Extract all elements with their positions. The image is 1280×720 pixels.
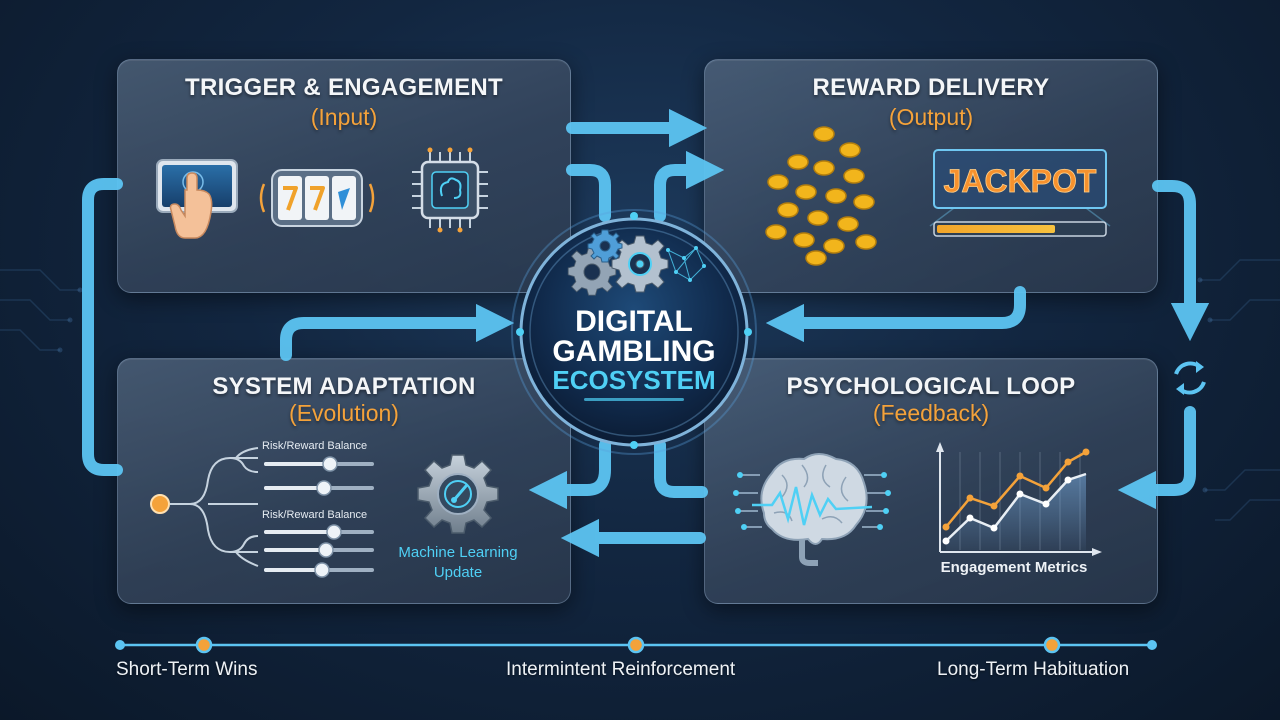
jackpot-progress-bar	[937, 225, 1055, 233]
timeline-marker	[1043, 636, 1061, 654]
timeline-label-intermittent: Intermintent Reinforcement	[506, 659, 736, 680]
ml-label-line1: Machine Learning	[398, 544, 517, 561]
panel-title: PSYCHOLOGICAL LOOP	[786, 373, 1076, 400]
arrow-reward-to-hub	[765, 286, 1026, 343]
arrow-right-loop-top	[1152, 180, 1210, 342]
decision-tree-icon	[170, 447, 259, 567]
timeline-label-short-term: Short-Term Wins	[116, 659, 258, 680]
panel-system-adaptation: SYSTEM ADAPTATION (Evolution)	[117, 358, 571, 604]
microchip-icon	[412, 147, 488, 233]
brain-icon	[733, 453, 891, 566]
slider-knob	[318, 542, 334, 558]
panel-title: TRIGGER & ENGAGEMENT	[184, 74, 503, 101]
timeline-marker	[627, 636, 645, 654]
slider-knob	[326, 524, 342, 540]
hub-gears-icon	[567, 229, 706, 296]
arrow-left-loop	[82, 178, 123, 476]
slider-knob	[314, 562, 330, 578]
arrow-psych-to-hub	[654, 439, 708, 498]
timeline-marker	[195, 636, 213, 654]
slot-machine-icon	[259, 169, 375, 227]
engagement-line-chart	[936, 442, 1102, 556]
arrow-trigger-curve	[566, 164, 611, 222]
timeline-endpoint	[115, 640, 125, 650]
timeline	[115, 636, 1157, 654]
coins-pile-icon	[765, 126, 877, 266]
arrow-adaptation-to-hub	[280, 303, 515, 361]
arrow-right-loop-bottom	[1117, 406, 1196, 510]
slider-knob	[322, 456, 338, 472]
hub-title-line3: ECOSYSTEM	[552, 365, 715, 395]
timeline-label-long-term: Long-Term Habituation	[937, 659, 1130, 680]
central-hub: DIGITAL GAMBLING ECOSYSTEM	[511, 209, 757, 455]
slider-group-2: Risk/Reward Balance	[262, 509, 374, 578]
panel-subtitle: (Evolution)	[289, 400, 399, 426]
panel-subtitle: (Input)	[310, 104, 378, 130]
chart-caption: Engagement Metrics	[941, 559, 1088, 576]
hub-title-line2: GAMBLING	[552, 335, 715, 368]
ml-label-line2: Update	[434, 564, 482, 581]
panel-subtitle: (Feedback)	[872, 400, 990, 426]
slider-group-label: Risk/Reward Balance	[262, 440, 367, 452]
refresh-icon	[1174, 361, 1206, 395]
slider-knob	[316, 480, 332, 496]
panel-subtitle: (Output)	[888, 104, 974, 130]
arrow-hub-to-adaptation	[528, 439, 611, 510]
panel-title: SYSTEM ADAPTATION	[212, 373, 476, 400]
touchscreen-icon	[156, 159, 238, 239]
jackpot-text: JACKPOT	[944, 163, 1097, 199]
timeline-endpoint	[1147, 640, 1157, 650]
jackpot-screen: JACKPOT	[929, 149, 1111, 237]
hub-title-line1: DIGITAL	[575, 305, 693, 338]
panel-title: REWARD DELIVERY	[812, 74, 1050, 101]
slider-group-1: Risk/Reward Balance	[262, 440, 374, 496]
slider-group-label: Risk/Reward Balance	[262, 509, 367, 521]
tree-root-node	[150, 494, 170, 514]
arrow-hub-to-reward	[654, 150, 725, 222]
ml-gear-icon	[417, 454, 499, 534]
